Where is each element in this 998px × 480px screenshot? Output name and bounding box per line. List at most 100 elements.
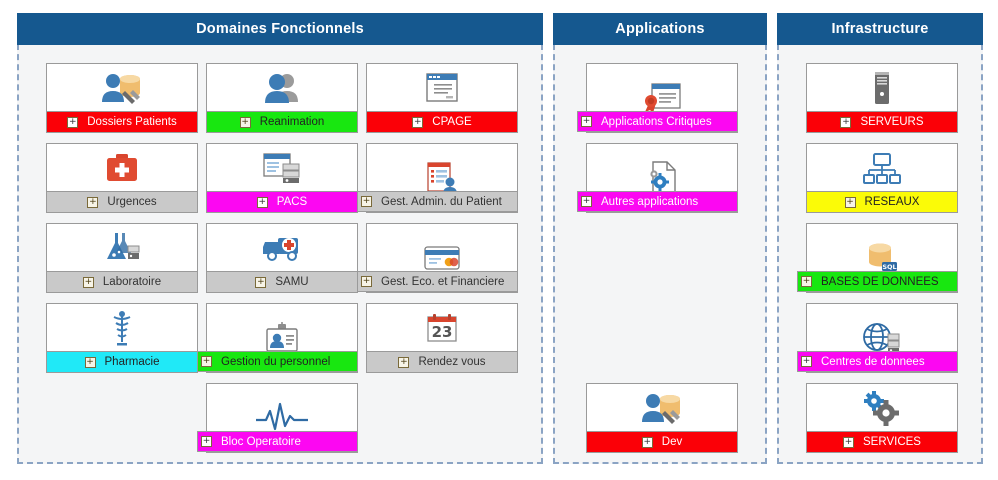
card-label-applications-critiques[interactable]: + Applications Critiques <box>577 111 738 132</box>
card-autres-applications[interactable]: + Autres applications <box>577 143 738 213</box>
panel-header-domaines-fonctionnels: Domaines Fonctionnels <box>17 13 543 45</box>
user-database-icon <box>47 64 197 111</box>
card-dossiers-patients[interactable]: + Dossiers Patients <box>46 63 198 133</box>
network-tree-icon <box>807 144 957 191</box>
panel-applications: + Applications Critiques <box>553 44 767 464</box>
card-label-services[interactable]: + SERVICES <box>807 431 957 452</box>
expander-plus-icon[interactable]: + <box>641 436 653 448</box>
card-label-text: Dossiers Patients <box>87 116 177 128</box>
card-label-bloc-operatoire[interactable]: + Bloc Operatoire <box>197 431 358 452</box>
browser-window-icon <box>367 64 517 111</box>
card-label-urgences[interactable]: + Urgences <box>47 191 197 212</box>
expander-plus-icon[interactable]: + <box>67 116 79 128</box>
expander-plus-icon[interactable]: + <box>84 356 96 368</box>
card-pharmacie[interactable]: + Pharmacie <box>46 303 198 373</box>
card-label-text: Pharmacie <box>104 356 160 368</box>
card-gestion-du-personnel[interactable]: + Gestion du personnel <box>197 303 358 373</box>
card-gest-eco-et-financiere[interactable]: + Gest. Eco. et Financiere <box>357 223 518 293</box>
card-label-text: BASES DE DONNEES <box>821 275 939 288</box>
card-bases-de-donnees[interactable]: SQL + BASES DE DONNEES <box>797 223 958 293</box>
expander-plus-icon[interactable]: + <box>840 116 852 128</box>
card-rendez-vous[interactable]: 23 + Rendez vous <box>366 303 518 373</box>
panel-infrastructure: + SERVEURS + RESEAUX <box>777 44 983 464</box>
expander-plus-icon[interactable]: + <box>201 436 212 447</box>
expander-plus-icon[interactable]: + <box>256 196 268 208</box>
card-label-reseaux[interactable]: + RESEAUX <box>807 191 957 212</box>
card-label-text: SERVEURS <box>860 116 924 128</box>
panel-body-domaines: + Dossiers Patients + Reanimation <box>19 44 541 462</box>
card-samu[interactable]: + SAMU <box>206 223 358 293</box>
card-label-text: Gest. Eco. et Financiere <box>381 275 505 288</box>
calendar-23-icon: 23 <box>367 304 517 351</box>
card-reanimation[interactable]: + Reanimation <box>206 63 358 133</box>
expander-plus-icon[interactable]: + <box>581 196 592 207</box>
card-dev[interactable]: + Dev <box>586 383 738 453</box>
card-label-cpage[interactable]: + CPAGE <box>367 111 517 132</box>
expander-plus-icon[interactable]: + <box>82 276 94 288</box>
expander-plus-icon[interactable]: + <box>844 196 856 208</box>
card-pacs[interactable]: + PACS <box>206 143 358 213</box>
expander-plus-icon[interactable]: + <box>361 196 372 207</box>
card-label-gestion-du-personnel[interactable]: + Gestion du personnel <box>197 351 358 372</box>
expander-plus-icon[interactable]: + <box>398 356 410 368</box>
card-label-text: Dev <box>661 436 683 448</box>
card-reseaux[interactable]: + RESEAUX <box>806 143 958 213</box>
card-label-serveurs[interactable]: + SERVEURS <box>807 111 957 132</box>
panel-header-applications: Applications <box>553 13 767 45</box>
card-label-samu[interactable]: + SAMU <box>207 271 357 292</box>
lab-flask-icon <box>47 224 197 271</box>
card-serveurs[interactable]: + SERVEURS <box>806 63 958 133</box>
expander-plus-icon[interactable]: + <box>801 356 812 367</box>
expander-plus-icon[interactable]: + <box>581 116 592 127</box>
card-services[interactable]: + SERVICES <box>806 383 958 453</box>
card-label-pacs[interactable]: + PACS <box>207 191 357 212</box>
card-label-reanimation[interactable]: + Reanimation <box>207 111 357 132</box>
card-label-rendez-vous[interactable]: + Rendez vous <box>367 351 517 372</box>
card-label-text: RESEAUX <box>864 196 920 208</box>
card-label-text: Gestion du personnel <box>221 355 331 368</box>
card-gest-admin-du-patient[interactable]: + Gest. Admin. du Patient <box>357 143 518 213</box>
card-bloc-operatoire[interactable]: + Bloc Operatoire <box>197 383 358 453</box>
card-label-gest-eco-et-financiere[interactable]: + Gest. Eco. et Financiere <box>357 271 518 292</box>
card-laboratoire[interactable]: + Laboratoire <box>46 223 198 293</box>
card-applications-critiques[interactable]: + Applications Critiques <box>577 63 738 133</box>
card-label-bases-de-donnees[interactable]: + BASES DE DONNEES <box>797 271 958 292</box>
expander-plus-icon[interactable]: + <box>843 436 855 448</box>
two-users-icon <box>207 64 357 111</box>
card-label-centres-de-donnees[interactable]: + Centres de donnees <box>797 351 958 372</box>
card-label-text: Laboratoire <box>102 276 162 288</box>
gears-icon <box>807 384 957 431</box>
card-label-text: Centres de donnees <box>821 355 925 368</box>
svg-text:23: 23 <box>432 323 453 341</box>
expander-plus-icon[interactable]: + <box>239 116 251 128</box>
card-label-pharmacie[interactable]: + Pharmacie <box>47 351 197 372</box>
card-label-text: SERVICES <box>863 436 921 448</box>
expander-plus-icon[interactable]: + <box>412 116 424 128</box>
ambulance-icon <box>207 224 357 271</box>
card-label-text: PACS <box>276 196 308 208</box>
panel-title-text: Domaines Fonctionnels <box>196 21 364 37</box>
card-label-gest-admin-du-patient[interactable]: + Gest. Admin. du Patient <box>357 191 518 212</box>
card-cpage[interactable]: + CPAGE <box>366 63 518 133</box>
expander-plus-icon[interactable]: + <box>255 276 267 288</box>
card-urgences[interactable]: + Urgences <box>46 143 198 213</box>
card-centres-de-donnees[interactable]: + Centres de donnees <box>797 303 958 373</box>
card-label-autres-applications[interactable]: + Autres applications <box>577 191 738 212</box>
expander-plus-icon[interactable]: + <box>201 356 212 367</box>
card-label-text: Reanimation <box>259 116 325 128</box>
card-label-text: Bloc Operatoire <box>221 435 301 448</box>
panel-title-text: Infrastructure <box>831 21 929 37</box>
expander-plus-icon[interactable]: + <box>87 196 99 208</box>
card-label-dev[interactable]: + Dev <box>587 431 737 452</box>
card-label-text: Urgences <box>107 196 157 208</box>
server-tower-icon <box>807 64 957 111</box>
expander-plus-icon[interactable]: + <box>361 276 372 287</box>
card-label-laboratoire[interactable]: + Laboratoire <box>47 271 197 292</box>
panel-body-applications: + Applications Critiques <box>555 44 765 462</box>
panel-header-infrastructure: Infrastructure <box>777 13 983 45</box>
card-label-dossiers-patients[interactable]: + Dossiers Patients <box>47 111 197 132</box>
expander-plus-icon[interactable]: + <box>801 276 812 287</box>
panel-domaines-fonctionnels: + Dossiers Patients + Reanimation <box>17 44 543 464</box>
card-label-text: Applications Critiques <box>601 115 712 128</box>
